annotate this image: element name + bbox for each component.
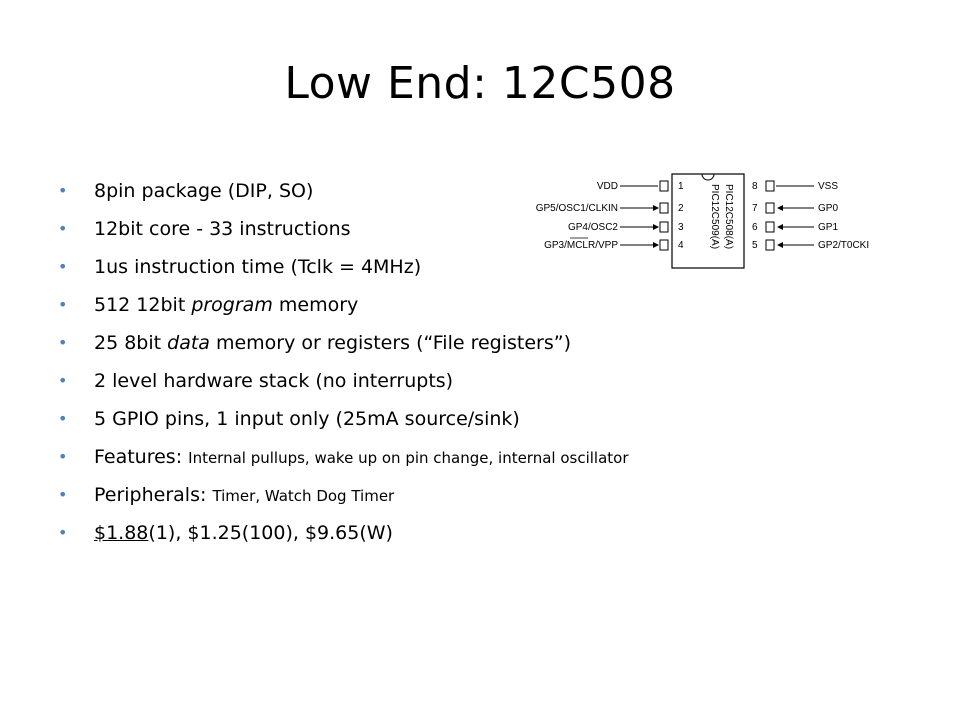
pin-5: 5 GP2/T0CKI xyxy=(752,239,869,251)
chip-notch xyxy=(701,173,715,181)
bullet-list: 8pin package (DIP, SO) 12bit core - 33 i… xyxy=(58,172,918,552)
pin-number-4: 4 xyxy=(678,240,684,251)
pin-label-vss: VSS xyxy=(818,181,838,192)
pin-number-5: 5 xyxy=(752,240,758,251)
pin-number-1: 1 xyxy=(678,181,684,192)
pin-7: 7 GP0 xyxy=(752,202,838,214)
pin-number-7: 7 xyxy=(752,203,758,214)
slide-title: Low End: 12C508 xyxy=(284,58,676,109)
chip-name-1: PIC12C508(A) xyxy=(723,184,734,249)
bullet-stack: 2 level hardware stack (no interrupts) xyxy=(58,362,918,400)
bullet-price: $1.88(1), $1.25(100), $9.65(W) xyxy=(58,514,918,552)
bullet-features: Features: Internal pullups, wake up on p… xyxy=(58,438,918,476)
price-link[interactable]: $1.88 xyxy=(94,522,149,544)
pin-number-8: 8 xyxy=(752,181,758,192)
pin-label-gp4: GP4/OSC2 xyxy=(568,222,618,233)
bullet-peripherals: Peripherals: Timer, Watch Dog Timer xyxy=(58,476,918,514)
bullet-program-memory: 512 12bit program memory xyxy=(58,286,918,324)
pin-2: GP5/OSC1/CLKIN 2 xyxy=(536,202,684,214)
left-pins: VDD 1 GP5/OSC1/CLKIN 2 GP4/OSC2 3 GP3/MC… xyxy=(536,180,684,251)
chip-name-2: PIC12C509(A) xyxy=(709,184,720,249)
pin-label-gp0: GP0 xyxy=(818,203,838,214)
bullet-core: 12bit core - 33 instructions xyxy=(58,210,918,248)
pin-number-3: 3 xyxy=(678,222,684,233)
pin-label-gp3: GP3/MCLR/VPP xyxy=(544,240,618,251)
pin-6: 6 GP1 xyxy=(752,221,838,233)
pin-4: GP3/MCLR/VPP 4 xyxy=(544,237,684,251)
pinout-diagram: PIC12C508(A) PIC12C509(A) VDD 1 GP5/OSC1… xyxy=(536,173,869,269)
bullet-package: 8pin package (DIP, SO) xyxy=(58,172,918,210)
bullet-instruction-time: 1us instruction time (Tclk = 4MHz) xyxy=(58,248,918,286)
pin-number-2: 2 xyxy=(678,203,684,214)
pin-label-gp2: GP2/T0CKI xyxy=(818,240,869,251)
pin-8: 8 VSS xyxy=(752,180,838,192)
pin-label-vdd: VDD xyxy=(597,181,618,192)
bullet-gpio: 5 GPIO pins, 1 input only (25mA source/s… xyxy=(58,400,918,438)
chip-body xyxy=(671,173,745,269)
pin-3: GP4/OSC2 3 xyxy=(568,221,684,233)
pin-number-6: 6 xyxy=(752,222,758,233)
bullet-data-memory: 25 8bit data memory or registers (“File … xyxy=(58,324,918,362)
pin-1: VDD 1 xyxy=(597,180,684,192)
pin-label-gp5: GP5/OSC1/CLKIN xyxy=(536,203,618,214)
right-pins: 8 VSS 7 GP0 6 GP1 5 GP2/T0CKI xyxy=(752,180,869,251)
pin-label-gp1: GP1 xyxy=(818,222,838,233)
